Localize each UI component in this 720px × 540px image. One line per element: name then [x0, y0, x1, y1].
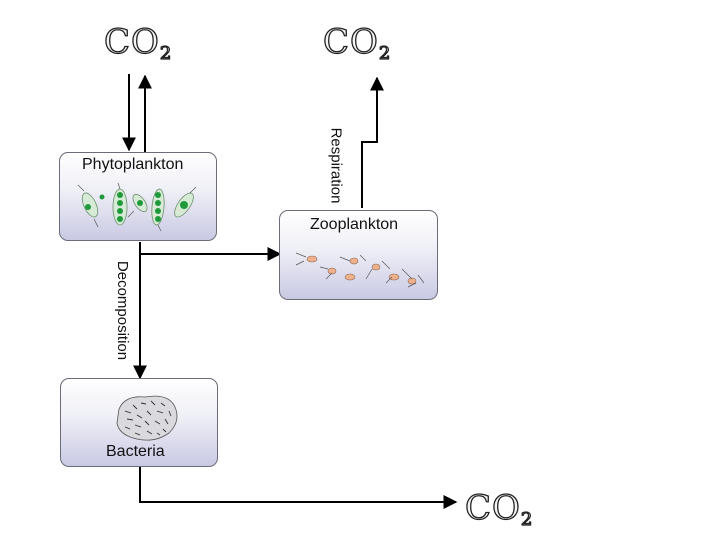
zoo-appendages: [295, 252, 425, 288]
zooplankton-label: Zooplankton: [310, 216, 399, 233]
co2-label-top-left: CO2: [103, 21, 173, 64]
co2-label-bottom-right: CO2: [464, 487, 534, 530]
bacteria-cluster-shape: [116, 395, 178, 441]
co2-base-text: CO: [103, 21, 160, 62]
zoo-bodies: [306, 255, 417, 285]
bacteria-label: Bacteria: [106, 443, 165, 460]
co2-base-text: CO: [322, 21, 379, 62]
bacteria-texture: [124, 400, 172, 436]
co2-subscript: 2: [378, 42, 392, 64]
respiration-label: Respiration: [327, 127, 345, 204]
co2-label-top-right: CO2: [322, 21, 392, 64]
phyto-flagella: [77, 183, 197, 231]
phytoplankton-label: Phytoplankton: [82, 156, 184, 173]
phytoplankton-image: [77, 183, 197, 231]
arrow-respiration-to-co2: [361, 76, 384, 208]
phytoplankton-box: Phytoplankton: [59, 152, 217, 241]
co2-subscript: 2: [159, 42, 173, 64]
decomposition-label: Decomposition: [114, 260, 132, 361]
arrow-bacteria-to-co2: [139, 467, 458, 509]
bacteria-box: Bacteria: [60, 378, 218, 467]
phyto-chloroplasts: [85, 192, 188, 222]
bacteria-image: [116, 395, 178, 441]
co2-base-text: CO: [464, 487, 521, 528]
zooplankton-image: [295, 252, 425, 288]
phyto-cell-1: [81, 188, 194, 226]
zooplankton-box: Zooplankton: [279, 210, 438, 300]
co2-subscript: 2: [520, 508, 534, 530]
